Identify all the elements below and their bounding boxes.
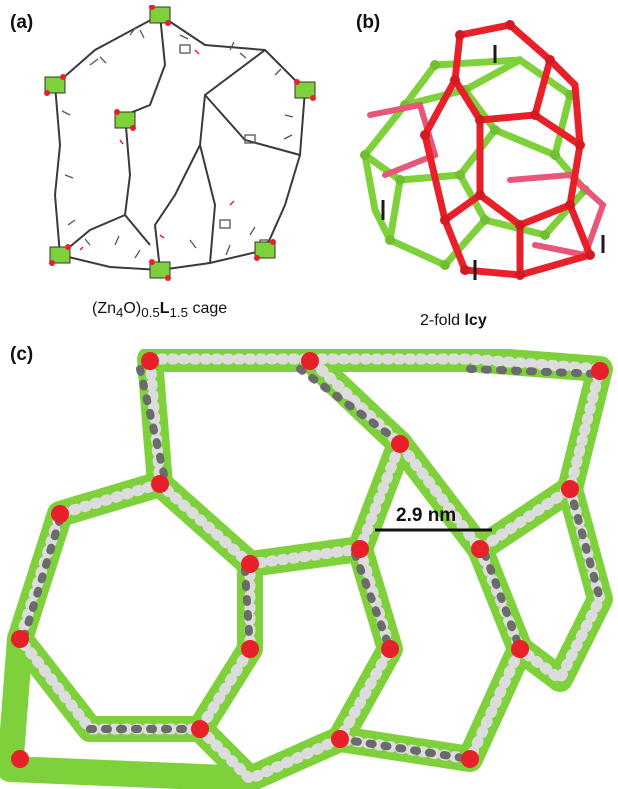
panel-label-b: (b) xyxy=(356,12,381,33)
scale-bar-label: 2.9 nm xyxy=(396,505,457,526)
lcy-net-diagram xyxy=(359,20,607,280)
caption-lcy: 2-fold lcy xyxy=(420,312,487,329)
panel-label-a: (a) xyxy=(10,12,34,33)
framework-space-filling-diagram xyxy=(0,349,613,789)
cage-structure-diagram xyxy=(44,5,316,281)
caption-cage: (Zn4O)0.5L1.5 cage xyxy=(92,300,228,321)
zn4o-cluster-group xyxy=(44,5,316,281)
panel-label-c: (c) xyxy=(10,344,34,365)
